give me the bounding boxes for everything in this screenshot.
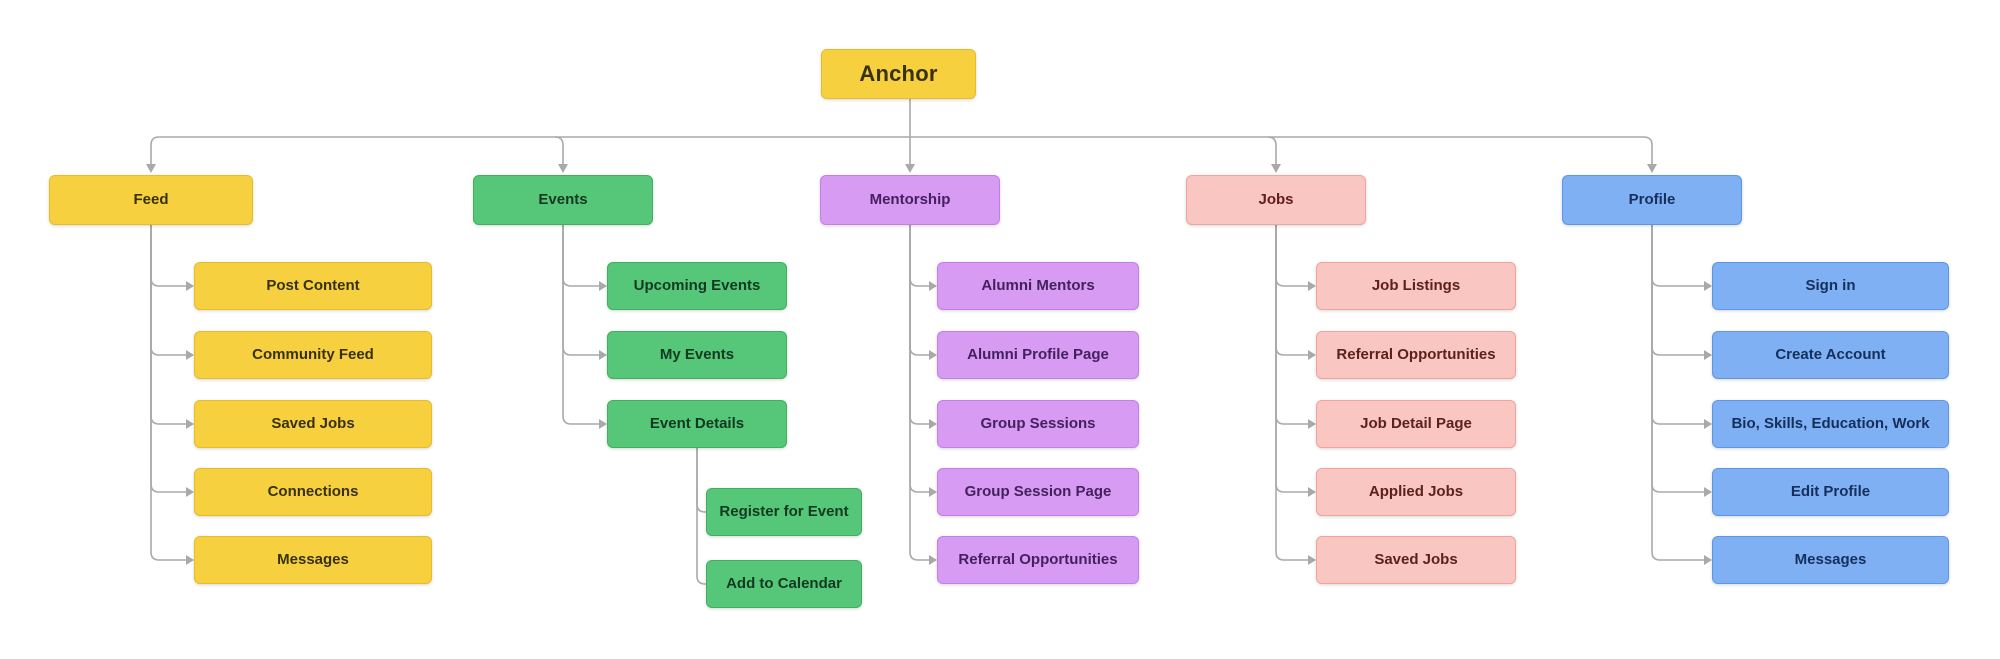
node-feed[interactable]: Feed [49, 175, 253, 225]
node-anchor[interactable]: Anchor [821, 49, 976, 99]
node-events-upcoming-events[interactable]: Upcoming Events [607, 262, 787, 310]
node-profile[interactable]: Profile [1562, 175, 1742, 225]
node-events-my-events[interactable]: My Events [607, 331, 787, 379]
node-jobs-job-detail-page[interactable]: Job Detail Page [1316, 400, 1516, 448]
node-mentorship-referral-opportunities[interactable]: Referral Opportunities [937, 536, 1139, 584]
node-events-add-to-calendar[interactable]: Add to Calendar [706, 560, 862, 608]
node-jobs[interactable]: Jobs [1186, 175, 1366, 225]
connector-lines [150, 99, 1704, 585]
node-mentorship[interactable]: Mentorship [820, 175, 1000, 225]
node-feed-community-feed[interactable]: Community Feed [194, 331, 432, 379]
node-mentorship-group-sessions[interactable]: Group Sessions [937, 400, 1139, 448]
node-jobs-applied-jobs[interactable]: Applied Jobs [1316, 468, 1516, 516]
node-jobs-saved-jobs[interactable]: Saved Jobs [1316, 536, 1516, 584]
node-feed-saved-jobs[interactable]: Saved Jobs [194, 400, 432, 448]
node-profile-create-account[interactable]: Create Account [1712, 331, 1949, 379]
node-feed-post-content[interactable]: Post Content [194, 262, 432, 310]
node-profile-bio-skills-education-work[interactable]: Bio, Skills, Education, Work [1712, 400, 1949, 448]
node-events-register-for-event[interactable]: Register for Event [706, 488, 862, 536]
node-feed-connections[interactable]: Connections [194, 468, 432, 516]
node-mentorship-group-session-page[interactable]: Group Session Page [937, 468, 1139, 516]
connector-arrowheads [146, 164, 1712, 565]
node-mentorship-alumni-mentors[interactable]: Alumni Mentors [937, 262, 1139, 310]
node-jobs-referral-opportunities[interactable]: Referral Opportunities [1316, 331, 1516, 379]
node-mentorship-alumni-profile-page[interactable]: Alumni Profile Page [937, 331, 1139, 379]
node-feed-messages[interactable]: Messages [194, 536, 432, 584]
node-profile-sign-in[interactable]: Sign in [1712, 262, 1949, 310]
node-events-event-details[interactable]: Event Details [607, 400, 787, 448]
node-profile-edit-profile[interactable]: Edit Profile [1712, 468, 1949, 516]
node-profile-messages[interactable]: Messages [1712, 536, 1949, 584]
node-events[interactable]: Events [473, 175, 653, 225]
node-jobs-job-listings[interactable]: Job Listings [1316, 262, 1516, 310]
